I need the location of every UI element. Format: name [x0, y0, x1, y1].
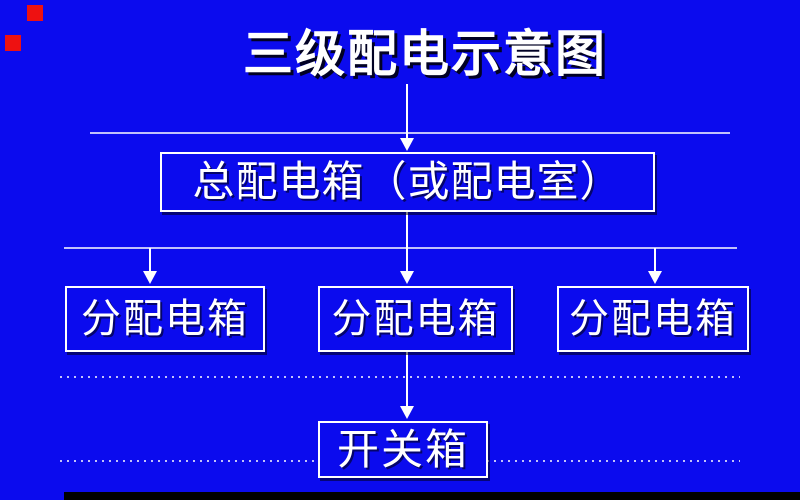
arrow-main-to-sub2-head	[400, 271, 414, 284]
switch-box: 开关箱	[318, 421, 488, 478]
sub-distribution-box-2: 分配电箱	[318, 286, 513, 352]
arrow-branch-right-head	[648, 271, 662, 284]
arrow-branch-left-head	[143, 271, 157, 284]
main-distribution-box: 总配电箱（或配电室）	[160, 152, 655, 212]
arrow-title-to-main-head	[400, 138, 414, 151]
slide-title: 三级配电示意图	[243, 26, 607, 82]
arrow-sub2-to-switch-head	[400, 406, 414, 419]
bottom-black-bar	[64, 492, 800, 500]
red-square-marker-left	[5, 35, 21, 51]
sub-distribution-box-1: 分配电箱	[65, 286, 265, 352]
red-square-marker-top	[27, 5, 43, 21]
sub-distribution-box-3: 分配电箱	[557, 286, 749, 352]
